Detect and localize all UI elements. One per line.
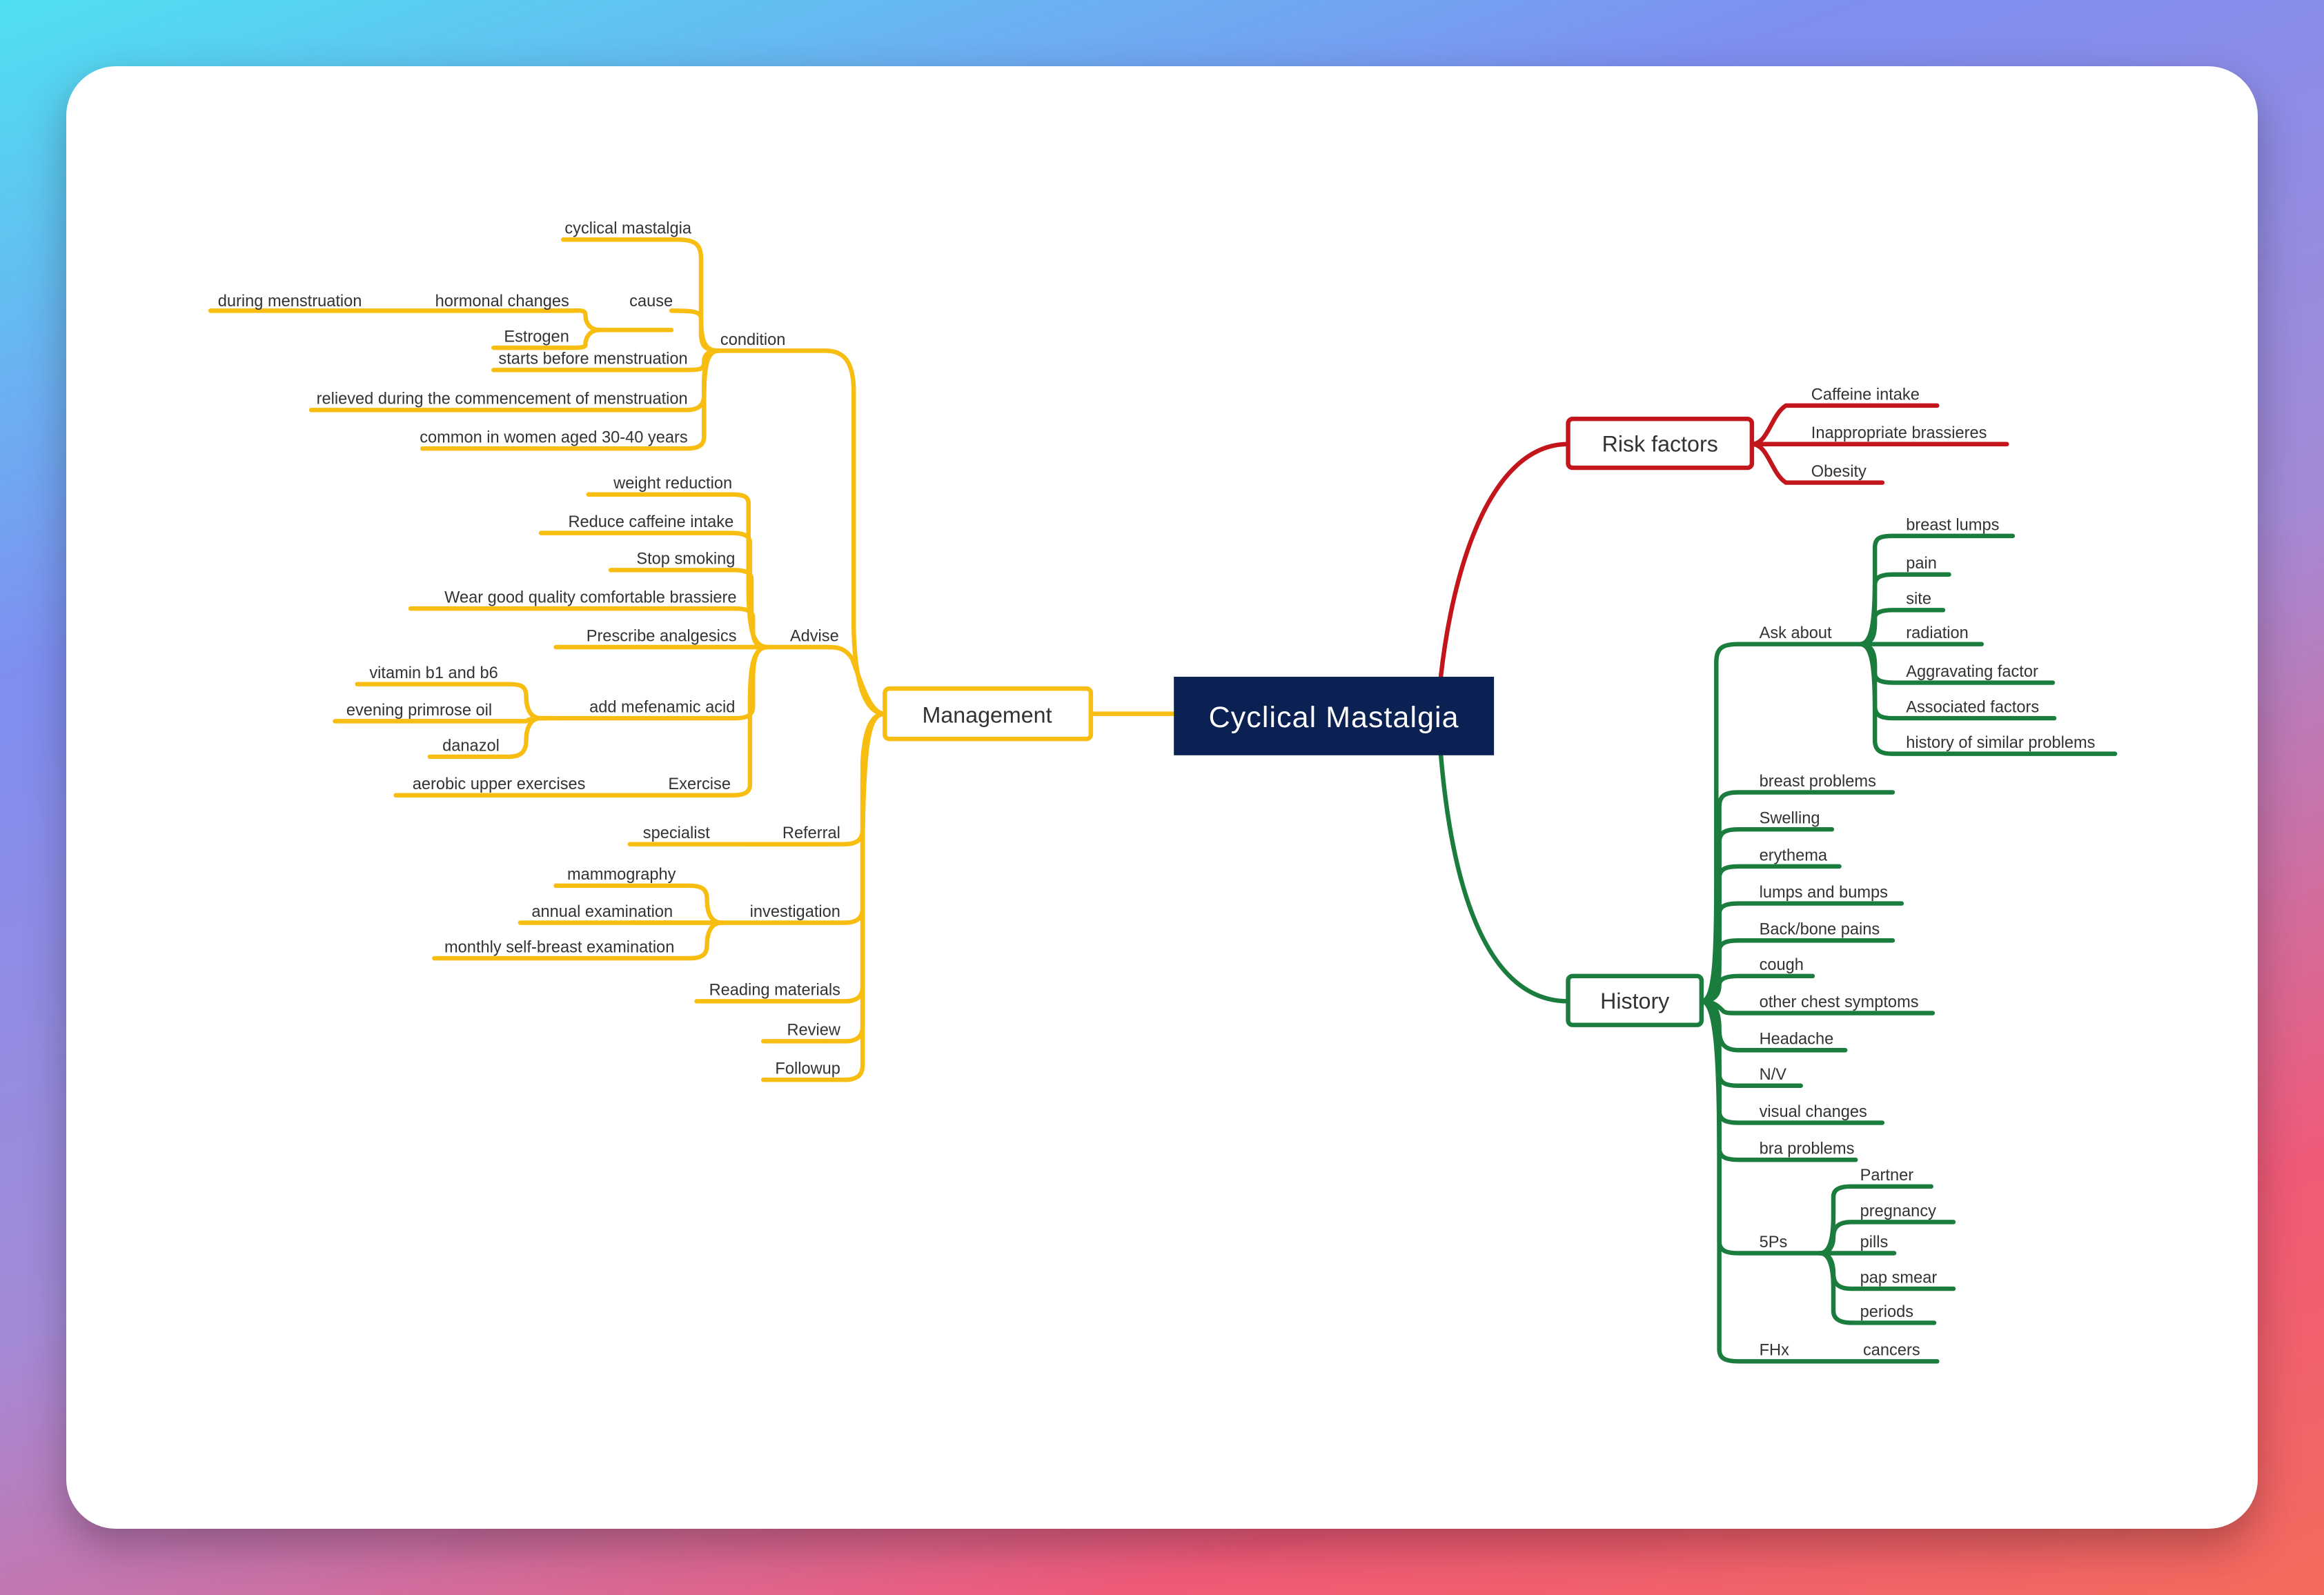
- radiation-label[interactable]: radiation: [1906, 624, 1969, 642]
- connector: [355, 682, 544, 721]
- specialist-label[interactable]: specialist: [643, 824, 711, 842]
- mammography-label[interactable]: mammography: [567, 866, 676, 884]
- cyclical-mastalgia-label[interactable]: cyclical mastalgia: [564, 220, 692, 238]
- connector: [1858, 608, 1946, 646]
- connector: [553, 883, 725, 925]
- cough-label[interactable]: cough: [1760, 956, 1804, 974]
- pain-label[interactable]: pain: [1906, 555, 1937, 573]
- site-label[interactable]: site: [1906, 591, 1931, 608]
- during-menstruation-label[interactable]: during menstruation: [218, 293, 362, 310]
- review-label[interactable]: Review: [787, 1022, 840, 1040]
- aerobic-label[interactable]: aerobic upper exercises: [413, 775, 586, 793]
- history-branch: [1438, 533, 2118, 1364]
- connector: [1699, 999, 1940, 1364]
- aggravating-label[interactable]: Aggravating factor: [1906, 663, 2038, 681]
- history-label: History: [1600, 989, 1670, 1013]
- risk-factors-node[interactable]: [1566, 416, 1755, 470]
- associated-label[interactable]: Associated factors: [1906, 698, 2039, 716]
- connector: [208, 308, 603, 333]
- mefenamic-label[interactable]: add mefenamic acid: [589, 698, 735, 716]
- relieved-label[interactable]: relieved during the commencement of mens…: [317, 390, 688, 408]
- connector: [432, 920, 725, 961]
- connector: [1699, 642, 1862, 1004]
- connector: [823, 711, 887, 925]
- management-label: Management: [923, 703, 1052, 728]
- inappropriate-brassieres-label[interactable]: Inappropriate brassieres: [1811, 424, 1987, 442]
- connector: [823, 711, 887, 1082]
- breast-problems-label[interactable]: breast problems: [1760, 773, 1876, 791]
- pap-smear-label[interactable]: pap smear: [1860, 1269, 1938, 1287]
- estrogen-label[interactable]: Estrogen: [504, 328, 569, 346]
- connector: [823, 711, 887, 1004]
- cancers-label[interactable]: cancers: [1863, 1342, 1920, 1360]
- connector: [1438, 750, 1570, 1004]
- pills-label[interactable]: pills: [1860, 1234, 1889, 1251]
- risk-factors-label: Risk factors: [1602, 431, 1718, 456]
- brassiere-label[interactable]: Wear good quality comfortable brassiere: [444, 589, 736, 607]
- condition-label[interactable]: condition: [720, 331, 786, 349]
- connector: [669, 308, 721, 353]
- monthly-self-label[interactable]: monthly self-breast examination: [444, 938, 674, 956]
- primrose-label[interactable]: evening primrose oil: [346, 702, 492, 720]
- connector: [427, 715, 544, 760]
- chest-symptoms-label[interactable]: other chest symptoms: [1760, 993, 1919, 1011]
- obesity-label[interactable]: Obesity: [1811, 463, 1867, 481]
- pregnancy-label[interactable]: pregnancy: [1860, 1202, 1936, 1220]
- mindmap-card: Cyclical Mastalgia Management Risk facto…: [66, 66, 2258, 1529]
- advise-label[interactable]: Advise: [790, 627, 839, 645]
- visual-changes-label[interactable]: visual changes: [1760, 1103, 1867, 1121]
- referral-label[interactable]: Referral: [782, 824, 840, 842]
- history-node[interactable]: [1566, 973, 1704, 1027]
- similar-problems-label[interactable]: history of similar problems: [1906, 734, 2095, 752]
- ask-about-label[interactable]: Ask about: [1760, 624, 1832, 642]
- starts-before-label[interactable]: starts before menstruation: [498, 350, 687, 368]
- management-branch: [208, 237, 1176, 1082]
- periods-label[interactable]: periods: [1860, 1303, 1913, 1321]
- hormonal-changes-label[interactable]: hormonal changes: [435, 293, 569, 310]
- connector: [786, 348, 887, 716]
- connector: [1818, 1220, 1956, 1256]
- fhx-label[interactable]: FHx: [1760, 1342, 1789, 1360]
- headache-label[interactable]: Headache: [1760, 1031, 1834, 1049]
- connector: [1699, 973, 1815, 1004]
- annual-exam-label[interactable]: annual examination: [531, 903, 673, 921]
- nv-label[interactable]: N/V: [1760, 1066, 1787, 1084]
- erythema-label[interactable]: erythema: [1760, 846, 1828, 864]
- five-ps-label[interactable]: 5Ps: [1760, 1234, 1788, 1251]
- connector: [420, 348, 721, 451]
- followup-label[interactable]: Followup: [775, 1060, 840, 1078]
- connector: [1749, 442, 1885, 485]
- root-label: Cyclical Mastalgia: [1209, 701, 1459, 734]
- back-bone-label[interactable]: Back/bone pains: [1760, 921, 1880, 939]
- root-node[interactable]: [1174, 676, 1495, 755]
- connector: [1818, 1251, 1937, 1325]
- connector: [491, 328, 603, 350]
- breast-lumps-label[interactable]: breast lumps: [1906, 516, 1999, 534]
- reading-materials-label[interactable]: Reading materials: [709, 982, 840, 1000]
- common-women-label[interactable]: common in women aged 30-40 years: [420, 429, 687, 447]
- mind-map: Cyclical Mastalgia Management Risk facto…: [208, 220, 2118, 1364]
- vitamin-label[interactable]: vitamin b1 and b6: [369, 664, 498, 682]
- stop-smoking-label[interactable]: Stop smoking: [636, 551, 735, 568]
- danazol-label[interactable]: danazol: [442, 737, 500, 755]
- caffeine-intake-label[interactable]: Caffeine intake: [1811, 386, 1920, 404]
- connector: [786, 644, 887, 716]
- investigation-label[interactable]: investigation: [750, 903, 840, 921]
- exercise-label[interactable]: Exercise: [668, 775, 731, 793]
- bra-problems-label[interactable]: bra problems: [1760, 1140, 1855, 1158]
- prescribe-analgesics-label[interactable]: Prescribe analgesics: [587, 627, 737, 645]
- weight-reduction-label[interactable]: weight reduction: [613, 475, 732, 493]
- management-node[interactable]: [883, 686, 1094, 742]
- risk-branch: [1438, 403, 2009, 681]
- cause-label[interactable]: cause: [629, 293, 673, 310]
- connector: [1438, 442, 1570, 681]
- connector: [1699, 901, 1904, 1004]
- partner-label[interactable]: Partner: [1860, 1167, 1914, 1185]
- lumps-bumps-label[interactable]: lumps and bumps: [1760, 884, 1888, 902]
- connector: [1858, 642, 2118, 756]
- connector: [649, 644, 770, 798]
- reduce-caffeine-label[interactable]: Reduce caffeine intake: [568, 513, 733, 531]
- swelling-label[interactable]: Swelling: [1760, 810, 1820, 828]
